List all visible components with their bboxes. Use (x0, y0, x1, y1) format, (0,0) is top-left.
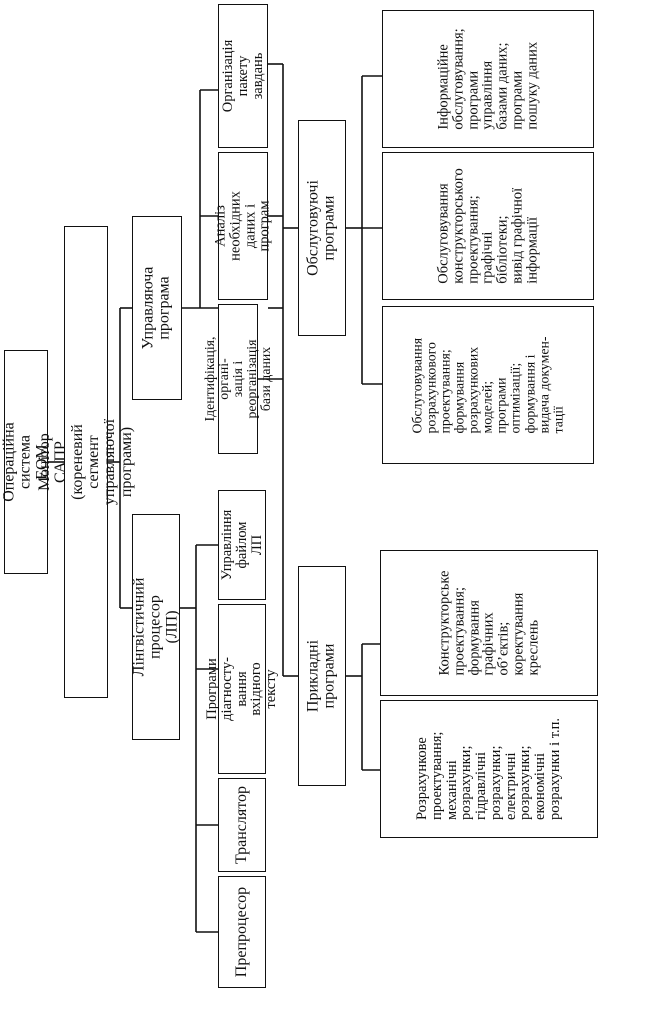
control-program-label: Управляюча програма (139, 266, 173, 350)
calc-design-box: Розрахункове проектування; механічні роз… (380, 700, 598, 838)
analysis-label: Аналіз необхідних даних і програм (212, 191, 273, 261)
preprocessor-box: Препроцесор (218, 876, 266, 988)
analysis-box: Аналіз необхідних даних і програм (212, 152, 273, 300)
translator-label: Транслятор (232, 785, 250, 865)
calc-design-text: Розрахункове проектування; механічні роз… (414, 718, 564, 820)
monitor-box: Монітор САПР (кореневий сегмент управляю… (36, 226, 135, 698)
lp-label: Лінгвістичний процесор (ЛП) (130, 577, 181, 677)
lp-file-box: Управління файлом ЛП (218, 490, 266, 600)
diagnostics-box: Програми діагносту- вання вхідного текст… (204, 604, 279, 774)
constr-design-text: Конструкторське проектування; формування… (436, 570, 541, 676)
translator-box: Транслятор (218, 778, 266, 872)
service-programs-label: Обслуговуючі програми (304, 180, 338, 276)
applied-programs-label: Прикладні програми (304, 639, 338, 713)
svc-constr-text: Обслуговування конструкторського проекту… (435, 168, 540, 284)
os-box: Операційна система ЕОМ (1, 350, 50, 574)
batch-label: Організація пакету завдань (219, 39, 266, 113)
svc-constr-box: Обслуговування конструкторського проекту… (382, 152, 594, 300)
preprocessor-label: Препроцесор (232, 886, 250, 978)
svc-calc-box: Обслуговування розрахункового проектуван… (382, 306, 594, 464)
svc-info-box: Інформаційне обслуговування; програми уп… (382, 10, 594, 148)
svc-calc-text: Обслуговування розрахункового проектуван… (409, 336, 566, 434)
batch-box: Організація пакету завдань (218, 4, 268, 148)
control-program-box: Управляюча програма (132, 216, 182, 400)
monitor-label: Монітор САПР (кореневий сегмент управляю… (36, 418, 135, 506)
diagnostics-label: Програми діагносту- вання вхідного текст… (204, 657, 280, 721)
lp-file-label: Управління файлом ЛП (218, 509, 265, 581)
lp-box: Лінгвістичний процесор (ЛП) (130, 514, 181, 740)
applied-programs-box: Прикладні програми (298, 566, 346, 786)
identification-label: Ідентифікація, органі- зація і реорганіз… (201, 336, 274, 422)
identification-box: Ідентифікація, органі- зація і реорганіз… (202, 304, 273, 454)
svc-info-text: Інформаційне обслуговування; програми уп… (435, 28, 540, 130)
constr-design-box: Конструкторське проектування; формування… (380, 550, 598, 696)
service-programs-box: Обслуговуючі програми (298, 120, 346, 336)
